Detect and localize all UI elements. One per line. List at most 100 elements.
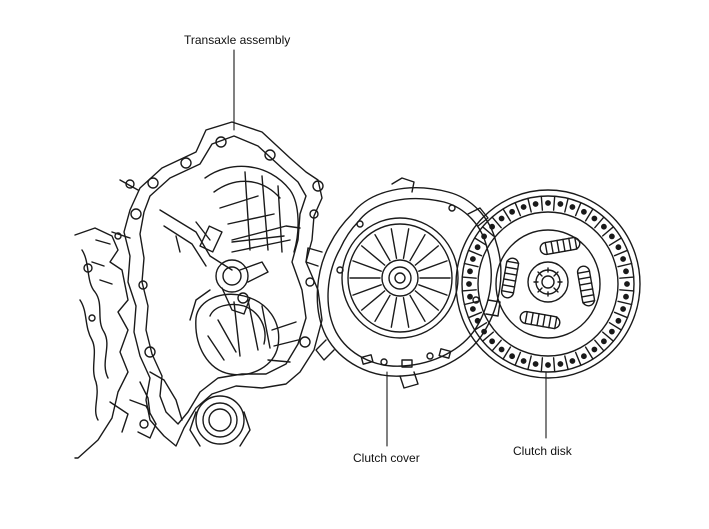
facing-groove [491,216,502,229]
facing-rivet [532,361,539,367]
diaphragm-finger [418,260,448,272]
facing-groove [574,351,582,366]
diaphragm-finger [361,245,386,266]
facing-rivet [569,358,576,364]
clutch-cover [305,177,502,389]
facing-rivet [520,204,527,210]
facing-groove [527,197,532,213]
facing-rivet [581,353,587,360]
facing-rivet [509,353,515,360]
facing-rivet [481,328,487,335]
diaphragm-finger [418,284,448,296]
diaphragm-finger [352,260,382,272]
facing-rivet [581,208,587,215]
facing-rivet [469,306,476,312]
facing-groove [481,331,494,342]
facing-groove [467,249,483,257]
facing-rivet [601,223,607,230]
facing-groove [463,262,479,268]
clutch-disk [455,189,641,379]
facing-rivet [545,200,551,206]
facing-rivet [469,256,476,262]
diaphragm-finger [414,245,439,266]
facing-groove [594,339,605,352]
facing-groove [540,357,544,373]
clutch-cover-label: Clutch cover [353,451,420,465]
facing-rivet [569,204,576,210]
facing-rivet [557,361,564,367]
diaphragm-finger [374,233,391,262]
facing-groove [463,300,479,306]
facing-groove [552,357,556,373]
facing-groove [474,237,488,247]
facing-rivet [620,306,626,312]
transaxle-assembly [74,121,324,459]
facing-groove [613,249,629,257]
facing-rivet [623,268,629,275]
facing-rivet [620,256,626,262]
diaphragm-finger [414,290,439,311]
facing-groove [514,351,522,366]
diaphragm-finger [409,294,426,322]
facing-groove [564,197,569,213]
facing-groove [461,289,477,292]
facing-rivet [467,268,473,275]
clutch-disk-label: Clutch disk [513,444,572,458]
facing-groove [619,289,635,292]
facing-rivet [466,281,472,287]
facing-groove [474,322,488,331]
facing-groove [613,311,629,319]
facing-groove [594,216,605,229]
facing-groove [608,322,622,331]
diaphragm-finger [402,228,410,259]
facing-rivet [474,244,481,251]
facing-rivets [461,195,635,373]
facing-rivet [520,358,527,364]
facing-groove [584,208,594,222]
diaphragm-finger [409,233,426,262]
facing-rivet [545,362,551,368]
facing-rivet [498,215,505,222]
facing-groove [481,226,494,237]
leader-lines [233,49,547,447]
diaphragm-finger [374,294,391,322]
facing-rivet [609,328,615,335]
facing-groove [467,311,483,319]
facing-rivet [591,215,598,222]
diaphragm-finger [390,297,398,328]
facing-groove [564,355,569,371]
facing-groove [617,300,633,306]
facing-groove [608,237,622,247]
facing-rivet [601,338,607,345]
transaxle-assembly-label: Transaxle assembly [184,33,291,47]
diaphragm-finger [390,228,398,259]
facing-rivet [615,244,622,251]
facing-groove [619,276,635,279]
facing-rivet [467,293,473,300]
diaphragm-finger [352,284,382,296]
facing-rivet [609,233,615,240]
damper-springs [500,236,596,330]
diaphragm-fingers [349,228,451,328]
facing-groove [514,201,522,217]
facing-rivet [489,223,495,230]
diaphragm-finger [361,290,386,311]
facing-rivet [591,346,598,353]
facing-groove [602,331,615,342]
facing-groove [491,339,502,352]
facing-groove [617,262,633,268]
facing-groove [574,201,582,217]
facing-groove [461,276,477,279]
diaphragm-finger [402,297,410,328]
facing-rivet [624,281,630,287]
facing-rivet [532,201,539,207]
facing-groove [584,346,594,360]
facing-groove [502,346,512,360]
facing-rivet [615,317,622,324]
facing-rivet [489,338,495,345]
facing-groove [552,195,556,211]
facing-rivet [474,317,481,324]
facing-groove [502,208,512,222]
